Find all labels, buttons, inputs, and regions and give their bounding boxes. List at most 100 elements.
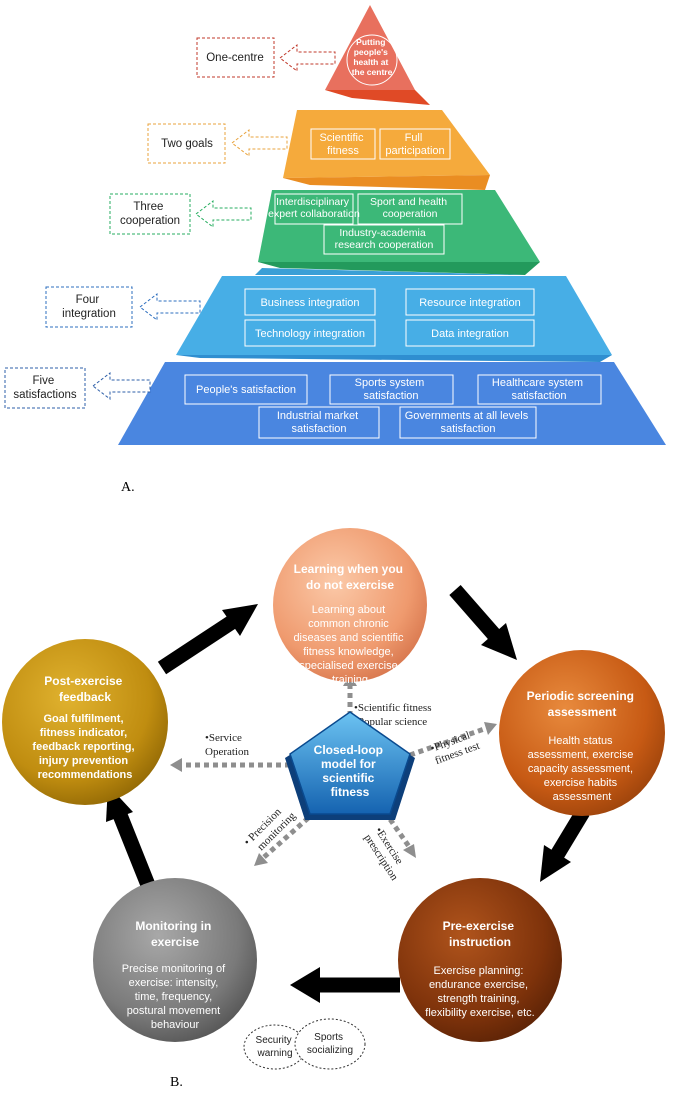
tier-box-text: Sports system satisfaction [355, 377, 428, 402]
side-label-box [147, 123, 226, 164]
tier-box [399, 406, 537, 439]
pyramid-tier-band [325, 90, 430, 105]
tier-box [244, 288, 376, 316]
node-periodic-screening: Periodic screening assessment Health sta… [499, 650, 665, 816]
panel-label: B. [170, 1075, 183, 1090]
arrow-head-icon [481, 623, 517, 660]
node-title: Pre-exercise instruction [443, 919, 518, 949]
node-learning: Learning when you do not exercise Learni… [273, 528, 427, 686]
node-post-exercise: Post-exercise feedback Goal fulfilment, … [2, 639, 168, 805]
left-arrow-icon [231, 128, 288, 158]
left-arrow-icon [92, 371, 151, 401]
bubble-text: Security warning [256, 1035, 295, 1059]
arrow-head-icon [254, 853, 268, 866]
tier-box [184, 374, 308, 405]
tier-box [323, 224, 445, 255]
node-circle [398, 878, 562, 1042]
bubble-sports-socializing: Sports socializing [294, 1018, 366, 1070]
tier-box [477, 374, 602, 405]
spoke-label: •Scientific fitness •Popular science [354, 702, 434, 728]
bubble-security-warning: Security warning [243, 1024, 307, 1070]
tier-box-text: Industrial market satisfaction [277, 410, 361, 435]
tier-box-text: Governments at all levels satisfaction [405, 410, 532, 435]
pyramid-level-three-cooperation: Interdisciplinary expert collaboration S… [109, 190, 540, 275]
tier-box [329, 374, 454, 405]
node-circle [2, 639, 168, 805]
pyramid-tier-shape [325, 5, 415, 90]
node-title: Learning when you do not exercise [294, 562, 407, 592]
bubble-shape [294, 1018, 366, 1070]
flow-arrow-4-to-5 [106, 785, 157, 893]
tier-box [346, 34, 398, 86]
tier-box-text: Resource integration [419, 297, 521, 309]
spoke-label: •Exercise prescription [362, 825, 412, 883]
node-circle [273, 528, 427, 682]
pyramid-tier-shape [283, 110, 490, 178]
tier-box [405, 319, 535, 347]
arrow-head-icon [290, 967, 320, 1003]
tier-box [357, 193, 463, 225]
flow-arrow-3-to-4 [290, 967, 400, 1003]
tier-box [405, 288, 535, 316]
node-body: Health status assessment, exercise capac… [528, 735, 637, 803]
panel-a-pyramid: Putting people's health at the centre On… [4, 5, 666, 495]
node-body: Precise monitoring of exercise: intensit… [122, 963, 228, 1031]
node-body: Learning about common chronic diseases a… [293, 604, 406, 686]
left-arrow-icon [195, 199, 252, 229]
arrow-head-icon [222, 604, 258, 636]
flow-arrow-5-to-1 [157, 604, 258, 675]
spoke-down-right [382, 810, 416, 858]
panel-b-closed-loop: •Scientific fitness •Popular science •Ph… [2, 528, 665, 1090]
tier-box-text: Industry-academia research cooperation [335, 227, 434, 251]
node-title: Post-exercise feedback [44, 674, 125, 704]
node-circle [93, 878, 257, 1042]
left-arrow-icon [279, 43, 336, 73]
spoke-right [409, 722, 497, 758]
side-label-box [109, 193, 191, 235]
node-title: Monitoring in exercise [135, 919, 214, 949]
side-label-box [4, 367, 86, 409]
center-pentagon: Closed-loop model for scientific fitness [285, 711, 415, 820]
tier-box-text: Healthcare system satisfaction [492, 377, 586, 402]
flow-arrow-2-to-3 [540, 808, 590, 882]
side-label-text: Five satisfactions [13, 375, 77, 401]
tier-box-text: Scientific fitness [319, 132, 366, 157]
tier-box-text: Putting people's health at the centre [352, 37, 393, 77]
pentagon-shape [289, 711, 411, 815]
side-label-text: One-centre [206, 52, 264, 64]
tier-box [258, 406, 380, 439]
arrow-head-icon [540, 845, 571, 882]
tier-box [244, 319, 376, 347]
flow-arrow-1-to-2 [449, 585, 517, 660]
panel-label: A. [121, 480, 135, 495]
bubble-text: Sports socializing [307, 1032, 353, 1056]
side-label-text: Three cooperation [120, 201, 180, 227]
pyramid-tier-shape [258, 190, 540, 262]
pyramid-level-five-satisfactions: People's satisfaction Sports system sati… [4, 362, 666, 445]
tier-box [379, 128, 451, 160]
pyramid-level-one-centre: Putting people's health at the centre On… [196, 5, 430, 105]
side-label-text: Four integration [62, 294, 116, 320]
arrow-head-icon [484, 722, 497, 735]
tier-box [310, 128, 376, 160]
side-label-box [196, 37, 275, 78]
pyramid-tier-band [283, 175, 490, 190]
node-circle [499, 650, 665, 816]
tier-box-text: People's satisfaction [196, 384, 296, 396]
tier-box-text: Technology integration [255, 328, 365, 340]
side-label-text: Two goals [161, 138, 213, 150]
node-pre-exercise: Pre-exercise instruction Exercise planni… [398, 878, 562, 1042]
side-label-box [45, 286, 133, 328]
arrow-head-icon [403, 844, 416, 858]
center-title: Closed-loop model for scientific fitness [314, 743, 387, 799]
spoke-left [170, 758, 290, 772]
left-arrow-icon [139, 292, 201, 322]
pyramid-level-four-integration: Business integration Resource integratio… [45, 268, 612, 362]
pyramid-tier-shape [176, 276, 612, 355]
arrow-head-icon [170, 758, 182, 772]
pyramid-tier-band [176, 355, 612, 362]
tier-box-text: Interdisciplinary expert collaboration [268, 196, 360, 220]
spoke-label: •Service Operation [205, 732, 249, 758]
node-title: Periodic screening assessment [527, 689, 638, 719]
